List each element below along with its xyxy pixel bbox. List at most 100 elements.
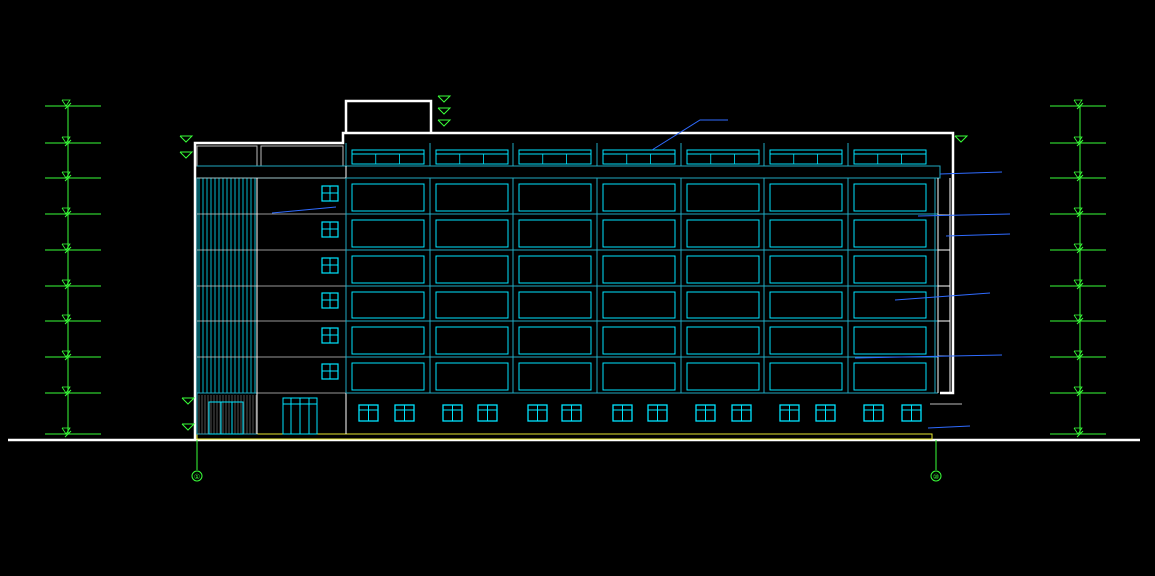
elevation-marks bbox=[179, 95, 969, 431]
level-symbol bbox=[61, 350, 71, 358]
dimension-tick bbox=[64, 389, 72, 397]
bay-window bbox=[853, 326, 927, 355]
bay-window bbox=[686, 362, 760, 391]
right-side-stair bbox=[937, 178, 951, 393]
bay-window bbox=[602, 362, 676, 391]
bay-window bbox=[518, 255, 592, 284]
level-symbol bbox=[1073, 99, 1083, 107]
bay-window bbox=[518, 362, 592, 391]
level-symbol bbox=[1073, 171, 1083, 179]
bay-window bbox=[351, 362, 425, 391]
dimension-tick bbox=[64, 430, 72, 438]
level-symbol bbox=[61, 99, 71, 107]
bay-window bbox=[853, 183, 927, 212]
bay-window bbox=[686, 183, 760, 212]
axis-marker-1: ① bbox=[191, 440, 203, 482]
bay-window bbox=[518, 183, 592, 212]
bay-window bbox=[686, 219, 760, 248]
level-symbol bbox=[1073, 386, 1083, 394]
dimension-tick bbox=[1076, 210, 1084, 218]
level-symbol bbox=[1073, 427, 1083, 435]
bay-window bbox=[351, 326, 425, 355]
clerestory-window bbox=[602, 149, 676, 165]
bay-window bbox=[435, 291, 509, 319]
bay-window bbox=[435, 219, 509, 248]
dimension-tick bbox=[64, 102, 72, 110]
dimension-tick bbox=[1076, 353, 1084, 361]
annotation-leaders bbox=[271, 119, 1011, 429]
axis-label-10: ⑩ bbox=[933, 473, 939, 481]
bay-window bbox=[853, 255, 927, 284]
dimension-tick bbox=[1076, 389, 1084, 397]
level-symbol bbox=[1073, 136, 1083, 144]
bay-window bbox=[769, 219, 843, 248]
axis-marker-10: ⑩ bbox=[930, 440, 942, 482]
dimension-tick bbox=[1076, 430, 1084, 438]
curtain-base bbox=[196, 392, 258, 435]
bay-window bbox=[769, 362, 843, 391]
bay-window bbox=[435, 362, 509, 391]
dimension-tick bbox=[64, 353, 72, 361]
dimension-tick bbox=[64, 282, 72, 290]
clerestory-window bbox=[435, 149, 509, 165]
bay-window bbox=[769, 183, 843, 212]
bay-window bbox=[351, 255, 425, 284]
dimension-tick bbox=[64, 246, 72, 254]
bay-window bbox=[351, 219, 425, 248]
bay-window bbox=[769, 255, 843, 284]
level-symbol bbox=[61, 279, 71, 287]
bay-window bbox=[853, 291, 927, 319]
level-symbol bbox=[61, 314, 71, 322]
dimension-tick bbox=[1076, 102, 1084, 110]
clerestory-window bbox=[518, 149, 592, 165]
main-facade-bays bbox=[345, 177, 938, 394]
dimension-tick bbox=[1076, 282, 1084, 290]
bay-window bbox=[435, 183, 509, 212]
dimension-tick bbox=[1076, 174, 1084, 182]
bay-window bbox=[853, 362, 927, 391]
floor-bands bbox=[197, 165, 940, 179]
clerestory-window bbox=[351, 149, 425, 165]
bay-window bbox=[602, 291, 676, 319]
bay-window bbox=[602, 326, 676, 355]
level-dimension-left bbox=[45, 99, 101, 438]
dimension-tick bbox=[64, 174, 72, 182]
level-symbol bbox=[61, 386, 71, 394]
bay-window bbox=[769, 326, 843, 355]
level-symbol bbox=[61, 171, 71, 179]
stair-core-windows bbox=[321, 185, 339, 380]
ground-floor-windows bbox=[358, 404, 922, 422]
level-symbol bbox=[61, 136, 71, 144]
level-symbol bbox=[1073, 207, 1083, 215]
bay-window bbox=[518, 326, 592, 355]
roof-clerestory bbox=[345, 143, 927, 166]
dimension-tick bbox=[1076, 139, 1084, 147]
dimension-tick bbox=[1076, 246, 1084, 254]
cornice-band bbox=[345, 165, 941, 179]
level-symbol bbox=[61, 427, 71, 435]
bay-window bbox=[769, 291, 843, 319]
roof-parapet-mid bbox=[260, 145, 344, 167]
bay-window bbox=[351, 183, 425, 212]
clerestory-window bbox=[853, 149, 927, 165]
bay-window bbox=[602, 183, 676, 212]
bay-window bbox=[686, 326, 760, 355]
ground-band bbox=[196, 433, 933, 440]
dimension-tick bbox=[64, 317, 72, 325]
bay-window bbox=[853, 219, 927, 248]
level-symbol bbox=[1073, 279, 1083, 287]
dimension-tick bbox=[64, 139, 72, 147]
bay-window bbox=[602, 255, 676, 284]
main-entrance bbox=[208, 397, 318, 435]
roof-parapet-left bbox=[196, 145, 258, 167]
dimension-tick bbox=[1076, 317, 1084, 325]
bay-window bbox=[351, 291, 425, 319]
bay-window bbox=[518, 291, 592, 319]
dimension-tick bbox=[64, 210, 72, 218]
bay-window bbox=[686, 291, 760, 319]
bay-window bbox=[518, 219, 592, 248]
level-symbol bbox=[61, 243, 71, 251]
level-symbol bbox=[1073, 314, 1083, 322]
level-dimension-right bbox=[1050, 99, 1106, 438]
